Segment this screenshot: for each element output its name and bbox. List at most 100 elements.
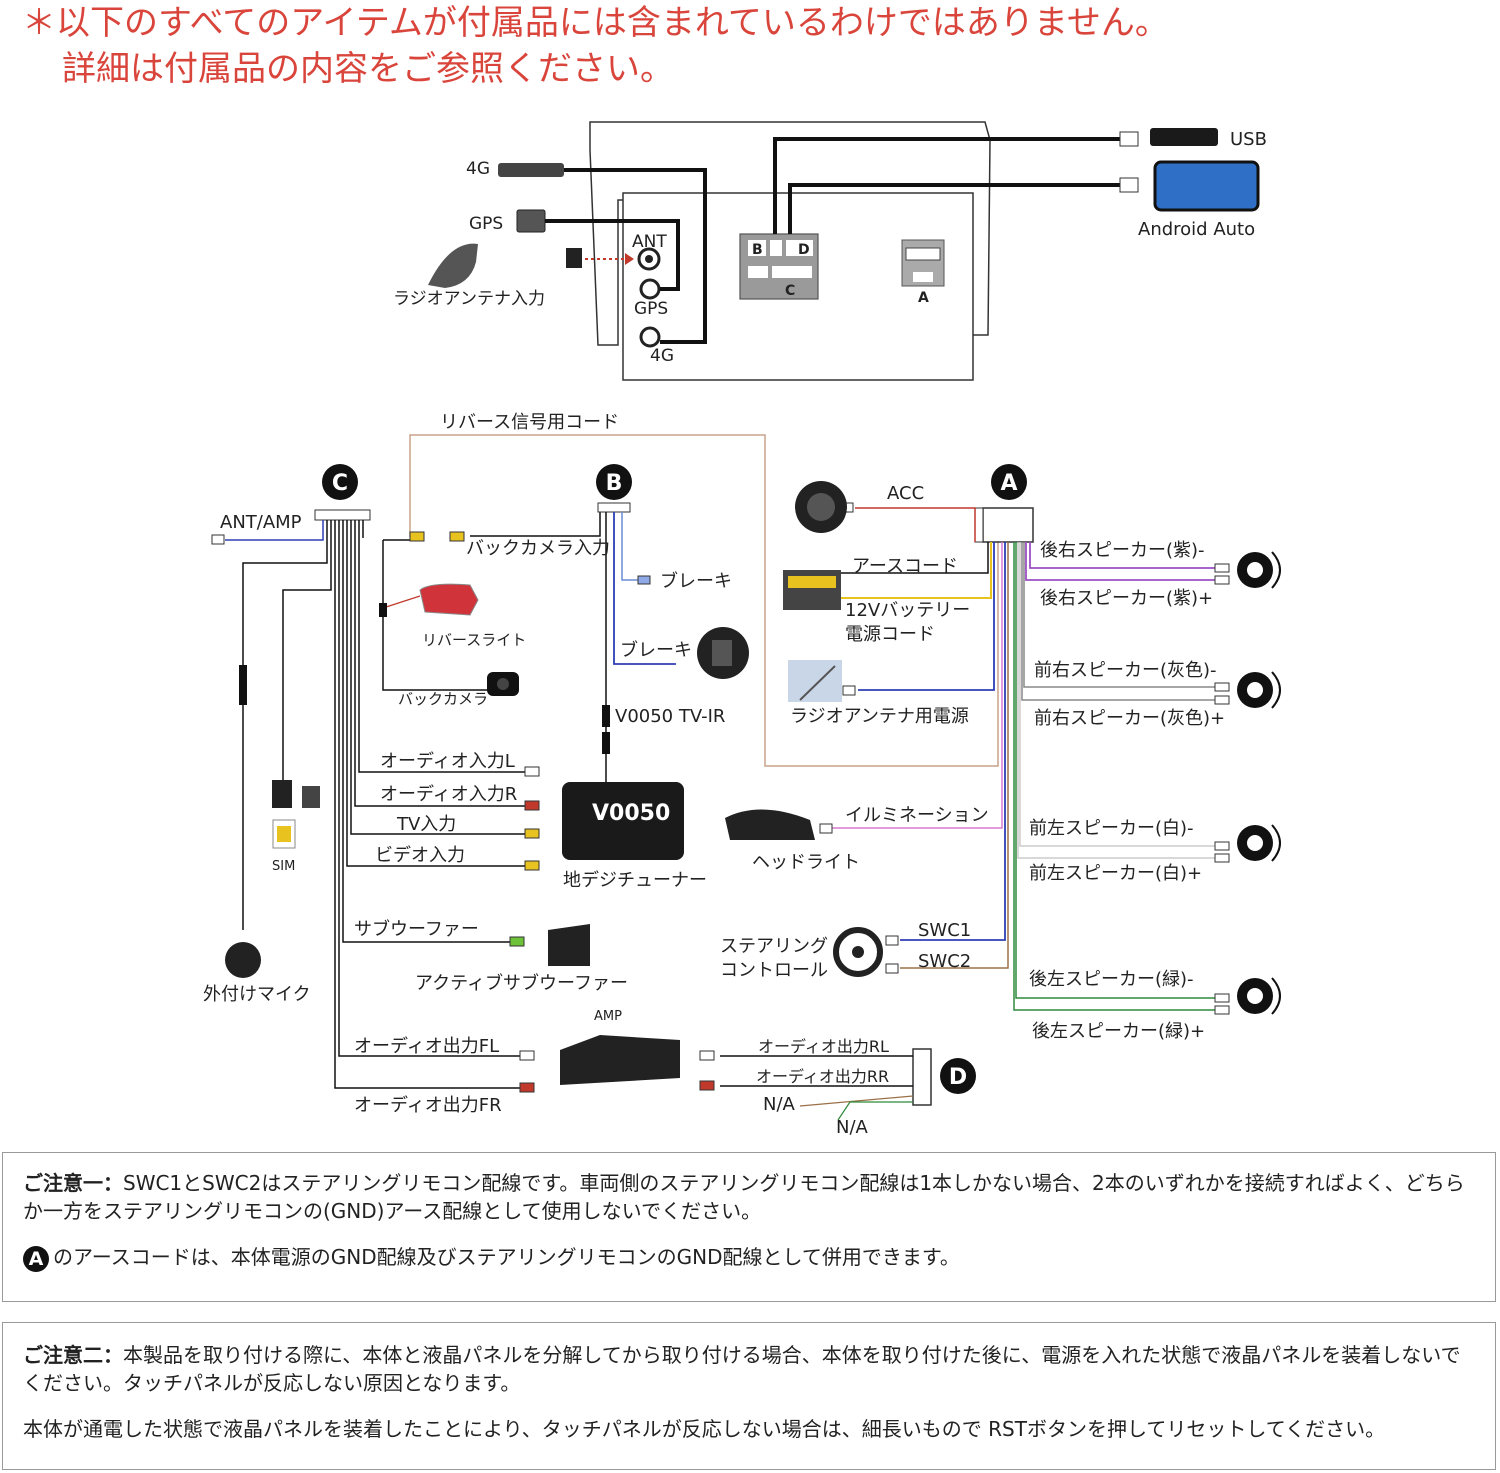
subwoofer-icon [548, 924, 590, 966]
amp-icon [560, 1035, 680, 1085]
label-brake-2: ブレーキ [620, 639, 692, 661]
label-swc2: SWC2 [918, 951, 971, 972]
label-steering-2: コントロール [720, 960, 828, 981]
label-subwoofer: サブウーファー [354, 918, 479, 940]
label-tv-in: TV入力 [396, 814, 456, 835]
brake-icon [697, 627, 749, 679]
label-reverse-signal: リバース信号用コード [440, 412, 619, 433]
label-usb: USB [1230, 129, 1267, 150]
label-port-a: A [918, 290, 929, 306]
car-roof-antenna-icon [788, 660, 842, 702]
label-reverse-light: リバースライト [422, 631, 526, 649]
reverse-light-icon [419, 583, 479, 616]
label-ant-amp: ANT/AMP [220, 512, 302, 533]
right-labels: ACC アースコード 12Vバッテリー 電源コード ラジオアンテナ用電源 イルミ… [720, 483, 1225, 1042]
notice-line-2: 詳細は付属品の内容をご参照ください。 [62, 49, 674, 89]
label-gps-port: GPS [634, 299, 668, 319]
label-tuner: 地デジチューナー [563, 870, 707, 891]
left-labels: リバース信号用コード ANT/AMP バックカメラ入力 リバースライト バックカ… [203, 412, 889, 1138]
label-acc: ACC [887, 483, 924, 504]
label-out-fr: オーディオ出力FR [354, 1095, 502, 1116]
caution-1-extra-text: のアースコードは、本体電源のGND配線及びステアリングリモコンのGND配線として… [53, 1245, 960, 1269]
ignition-key-icon [795, 481, 847, 533]
label-port-c: C [785, 283, 795, 299]
sim-card-icon [272, 780, 320, 849]
caution-2-body: 本製品を取り付ける際に、本体と液晶パネルを分解してから取り付ける場合、本体を取り… [23, 1343, 1461, 1395]
4g-antenna-icon [498, 163, 564, 177]
caution-box-2: ご注意二：本製品を取り付ける際に、本体と液晶パネルを分解してから取り付ける場合、… [2, 1322, 1496, 1470]
speaker-rear-left-icon [1237, 977, 1281, 1015]
label-fr-plus: 前右スピーカー(灰色)+ [1034, 708, 1225, 729]
caution-1-body: SWC1とSWC2はステアリングリモコン配線です。車両側のステアリングリモコン配… [23, 1171, 1465, 1223]
caution-box-1: ご注意一：SWC1とSWC2はステアリングリモコン配線です。車両側のステアリング… [2, 1152, 1496, 1302]
caution-1-heading: ご注意一： [23, 1171, 123, 1195]
label-port-b: B [752, 242, 763, 258]
label-gps-top: GPS [469, 214, 503, 234]
v0050-badge: V0050 [592, 801, 670, 826]
label-mic: 外付けマイク [203, 984, 311, 1005]
label-rr-plus: 後右スピーカー(紫)+ [1040, 588, 1213, 609]
label-battery-2: 電源コード [845, 624, 935, 645]
speaker-front-right-icon [1237, 671, 1281, 709]
phone-icon [1153, 160, 1260, 212]
speaker-rear-right-icon [1237, 551, 1281, 589]
label-v0050-tvir: V0050 TV-IR [615, 706, 725, 727]
label-rr-minus: 後右スピーカー(紫)- [1040, 540, 1205, 561]
label-headlight: ヘッドライト [752, 852, 860, 873]
connector-badges: C B A D [322, 464, 1027, 1094]
label-steering-1: ステアリング [720, 936, 828, 957]
label-illumination: イルミネーション [845, 805, 989, 826]
microphone-icon [225, 942, 261, 978]
label-ant-port: ANT [632, 232, 667, 252]
devices: V0050 [225, 481, 1281, 1085]
harness-wires [225, 434, 1215, 1121]
label-active-subwoofer: アクティブサブウーファー [415, 972, 628, 994]
label-video-in: ビデオ入力 [375, 845, 465, 866]
label-rl-minus: 後左スピーカー(緑)- [1029, 969, 1194, 990]
caution-2-extra: 本体が通電した状態で液晶パネルを装着したことにより、タッチパネルが反応しない場合… [23, 1417, 1386, 1441]
label-battery-1: 12Vバッテリー [845, 600, 970, 621]
label-radio-power: ラジオアンテナ用電源 [790, 706, 969, 727]
badge-c: C [332, 471, 348, 496]
connector-a-badge: A [23, 1245, 49, 1272]
car-battery-icon [783, 570, 841, 610]
v0050-tuner-icon: V0050 [562, 782, 684, 860]
badge-d: D [949, 1065, 967, 1090]
label-back-camera-input: バックカメラ入力 [466, 538, 610, 559]
label-out-rl: オーディオ出力RL [758, 1037, 889, 1056]
label-fr-minus: 前右スピーカー(灰色)- [1034, 660, 1217, 681]
label-amp: AMP [594, 1009, 622, 1024]
label-audio-in-l: オーディオ入力L [380, 751, 515, 772]
caution-2-heading: ご注意二： [23, 1343, 123, 1367]
usb-stick-icon [1150, 128, 1218, 146]
label-out-fl: オーディオ出力FL [354, 1036, 499, 1057]
label-na-2: N/A [836, 1117, 869, 1138]
caution-2-text: ご注意二：本製品を取り付ける際に、本体と液晶パネルを分解してから取り付ける場合、… [23, 1341, 1475, 1397]
label-back-camera: バックカメラ [398, 690, 488, 708]
notice-line-1: ＊以下のすべてのアイテムが付属品には含まれているわけではありません。 [22, 3, 1169, 43]
headlight-icon [725, 809, 815, 840]
label-4g-port: 4G [650, 346, 674, 366]
steering-wheel-icon [833, 927, 883, 977]
label-sim: SIM [272, 859, 295, 874]
head-unit: 4G GPS ラジオアンテナ入力 ANT GPS 4G B D C A USB … [393, 121, 1267, 381]
gps-antenna-icon [516, 209, 546, 233]
label-fl-plus: 前左スピーカー(白)+ [1029, 863, 1202, 884]
label-android-auto: Android Auto [1138, 219, 1255, 240]
rca-plugs [211, 502, 1230, 1093]
accessory-notice: ＊以下のすべてのアイテムが付属品には含まれているわけではありません。 詳細は付属… [22, 0, 1169, 92]
label-fl-minus: 前左スピーカー(白)- [1029, 818, 1194, 839]
label-brake-1: ブレーキ [660, 570, 732, 592]
caution-1-text: ご注意一：SWC1とSWC2はステアリングリモコン配線です。車両側のステアリング… [23, 1169, 1475, 1225]
badge-b: B [606, 471, 623, 496]
label-radio-antenna-input: ラジオアンテナ入力 [393, 289, 545, 309]
label-4g-top: 4G [466, 159, 490, 179]
badge-a: A [1000, 471, 1017, 496]
label-out-rr: オーディオ出力RR [756, 1067, 889, 1086]
label-earth: アースコード [852, 556, 958, 577]
back-camera-icon [487, 672, 519, 696]
label-rl-plus: 後左スピーカー(緑)+ [1032, 1021, 1205, 1042]
shark-fin-antenna-icon [428, 243, 478, 288]
label-audio-in-r: オーディオ入力R [380, 784, 517, 805]
